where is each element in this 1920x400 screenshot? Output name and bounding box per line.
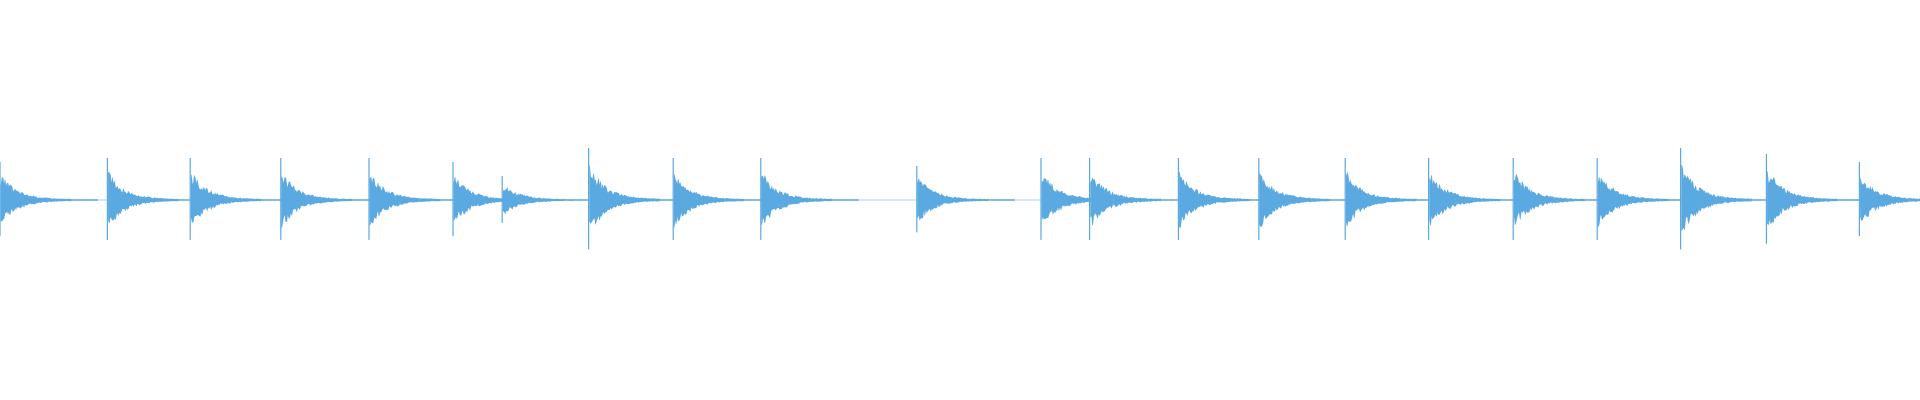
waveform-transient xyxy=(916,166,1015,233)
waveform-transient xyxy=(1679,148,1779,250)
transient-decay xyxy=(1513,173,1585,225)
transient-decay xyxy=(1259,173,1331,228)
transient-decay xyxy=(761,175,833,225)
transient-decay xyxy=(108,171,179,223)
waveform-transient xyxy=(1765,154,1865,244)
transient-decay xyxy=(1767,171,1838,226)
transient-decay xyxy=(1597,177,1669,227)
waveform-transient xyxy=(760,158,859,240)
waveform-group xyxy=(0,148,1920,250)
waveform-transient xyxy=(1258,158,1357,240)
transient-decay xyxy=(0,177,72,222)
waveform-transient xyxy=(280,158,379,240)
waveform-transient xyxy=(189,158,289,240)
transient-decay xyxy=(589,165,660,225)
waveform-transient xyxy=(587,148,687,250)
transient-decay xyxy=(190,174,262,223)
waveform-transient xyxy=(368,158,467,240)
transient-decay xyxy=(502,186,574,215)
transient-decay xyxy=(673,174,745,228)
transient-decay xyxy=(281,176,353,228)
transient-decay xyxy=(917,178,989,220)
transient-decay xyxy=(1681,164,1752,231)
transient-decay xyxy=(1345,171,1417,227)
waveform-transient xyxy=(1512,158,1612,240)
waveform-transient xyxy=(0,162,98,237)
transient-decay xyxy=(369,176,441,226)
waveform-transient xyxy=(672,158,772,240)
transient-decay xyxy=(1179,171,1250,228)
transient-decay xyxy=(1429,175,1500,226)
transient-decay xyxy=(1090,177,1161,226)
transient-decay xyxy=(1860,178,1920,221)
waveform-transient xyxy=(501,176,601,223)
waveform-transient xyxy=(1088,158,1188,240)
waveform-transient xyxy=(1427,158,1527,240)
waveform-transient xyxy=(1858,162,1920,237)
